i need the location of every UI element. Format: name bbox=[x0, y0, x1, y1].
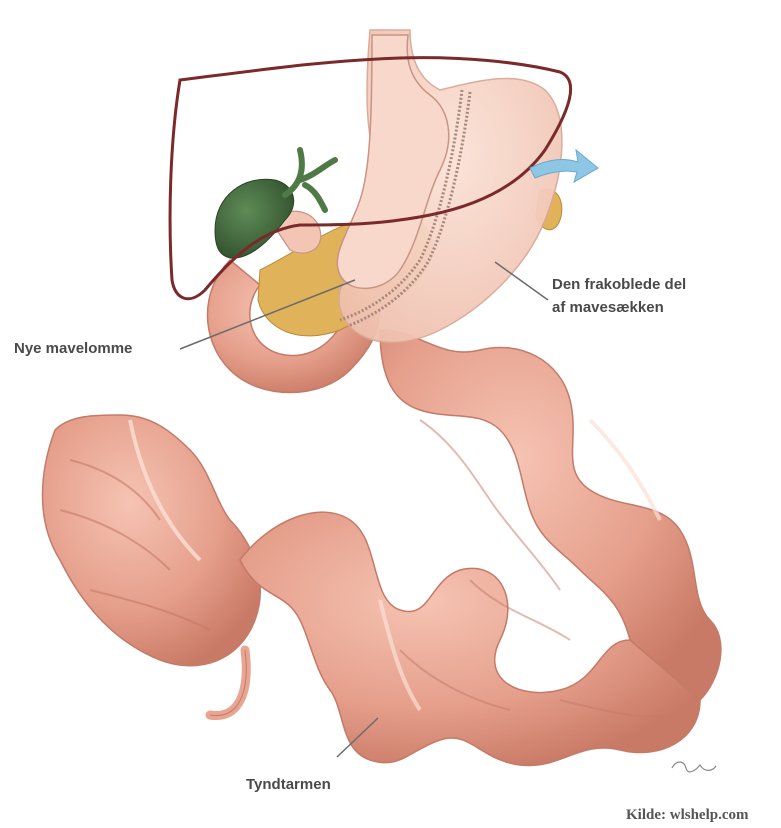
large-intestine bbox=[43, 415, 261, 716]
label-detached-stomach-line2: af mavesækken bbox=[552, 297, 664, 319]
small-intestine bbox=[240, 330, 721, 766]
label-small-intestine: Tyndtarmen bbox=[246, 774, 331, 796]
source-credit: Kilde: wlshelp.com bbox=[626, 807, 749, 824]
label-detached-stomach-line1: Den frakoblede del bbox=[552, 274, 686, 296]
label-new-pouch: Nye mavelomme bbox=[14, 338, 132, 360]
artist-signature bbox=[672, 762, 716, 772]
